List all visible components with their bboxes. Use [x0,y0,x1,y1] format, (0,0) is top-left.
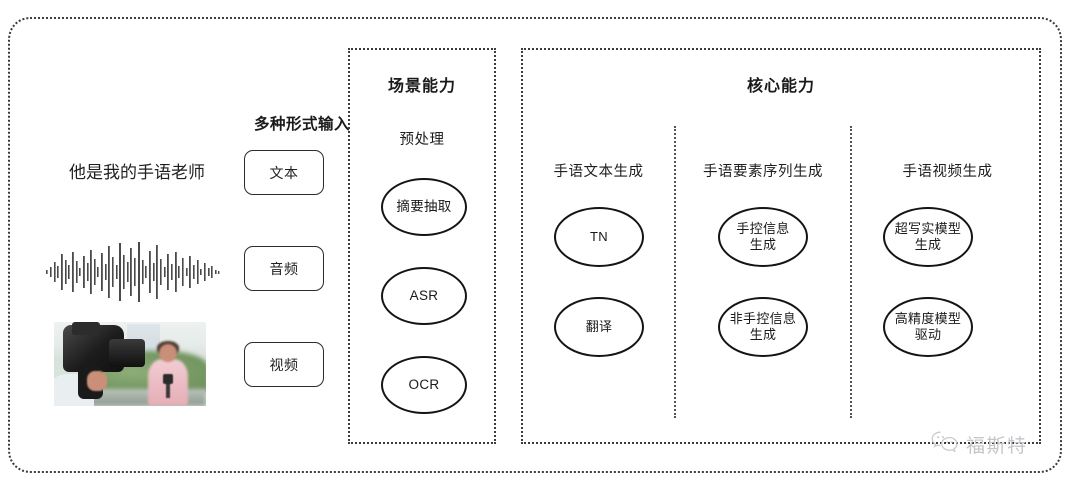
core-node-non-manual-info-line1: 非手控信息 [729,311,797,327]
core-capability-module: 核心能力 手语文本生成 TN 翻译 手语要素序列生成 手控信息 生成 非手控信息… [521,48,1041,444]
audio-waveform-icon [44,240,222,304]
scene-module-title: 场景能力 [387,78,456,95]
core-node-manual-info-line1: 手控信息 [736,221,790,237]
core-node-translation-label: 翻译 [585,319,613,335]
core-node-manual-info-generation[interactable]: 手控信息 生成 [718,207,808,267]
core-node-tn[interactable]: TN [554,207,644,267]
core-node-translation[interactable]: 翻译 [554,297,644,357]
core-column-header-sign-text-generation: 手语文本生成 [553,164,644,180]
core-column-header-sign-video-generation: 手语视频生成 [902,164,993,180]
scene-module-subtitle: 预处理 [399,132,445,148]
core-node-hyperrealistic-model-generation[interactable]: 超写实模型 生成 [883,207,973,267]
core-node-high-precision-line2: 驱动 [914,327,942,342]
scene-node-summary-extraction[interactable]: 摘要抽取 [381,178,467,236]
core-node-hyperrealistic-line1: 超写实模型 [894,221,962,237]
sample-sentence-text: 他是我的手语老师 [69,163,205,182]
core-node-non-manual-info-generation[interactable]: 非手控信息 生成 [718,297,808,357]
core-node-manual-info-line2: 生成 [749,237,777,252]
scene-capability-module: 场景能力 预处理 摘要抽取 ASR OCR [348,48,496,444]
modality-chip-text[interactable]: 文本 [244,150,324,195]
scene-node-asr[interactable]: ASR [381,267,467,325]
core-column-divider-1 [674,126,676,418]
input-section: 多种形式输入 他是我的手语老师 [30,40,350,440]
core-column-header-sign-element-sequence-generation: 手语要素序列生成 [703,164,823,180]
core-node-tn-label: TN [590,229,608,245]
input-section-heading: 多种形式输入 [253,116,350,133]
modality-chip-audio[interactable]: 音频 [244,246,324,291]
core-node-high-precision-line1: 高精度模型 [894,311,962,327]
core-node-high-precision-model-driving[interactable]: 高精度模型 驱动 [883,297,973,357]
core-column-divider-2 [850,126,852,418]
video-thumbnail-image [54,322,206,406]
core-module-title: 核心能力 [746,78,815,95]
modality-chip-video[interactable]: 视频 [244,342,324,387]
outer-frame [8,17,1062,473]
scene-node-ocr[interactable]: OCR [381,356,467,414]
core-node-non-manual-info-line2: 生成 [749,327,777,342]
core-node-hyperrealistic-line2: 生成 [914,237,942,252]
